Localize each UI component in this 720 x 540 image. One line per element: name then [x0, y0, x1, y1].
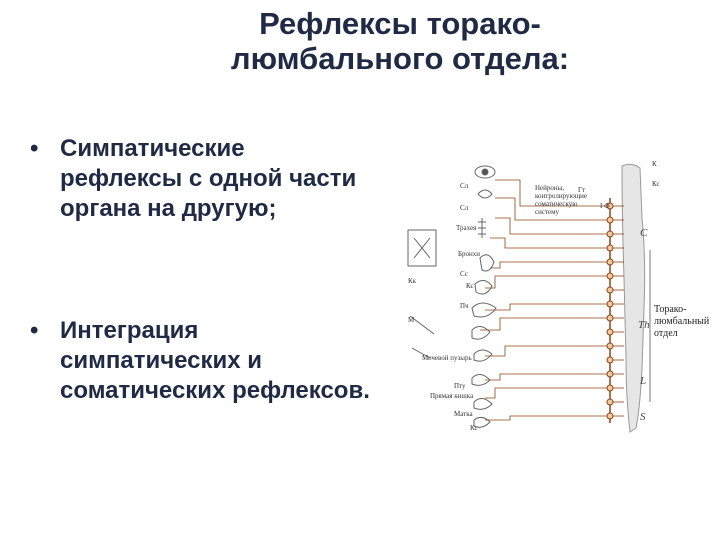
note-line: контролирующие [535, 192, 587, 200]
reflex-diagram: Сл Сл Трахея Бронхи Кк Сс Кс Пч М Мочево… [400, 158, 720, 448]
bullet-marker: • [30, 317, 39, 344]
title-line-2: люмбального отдела: [230, 41, 570, 76]
note-line: соматическую [535, 200, 578, 208]
gt-label: Гт [578, 186, 585, 194]
organ-label: М [408, 316, 415, 324]
spine-label-th: Th [638, 319, 650, 331]
spinal-cord-shape [621, 163, 646, 433]
organ-label: Сс [460, 270, 468, 278]
kc-label: Кс [652, 180, 660, 188]
note-line: систему [535, 208, 560, 216]
organ-label: Сл [460, 204, 469, 212]
region-label: люмбальный [654, 316, 710, 327]
organ-label: Пч [460, 302, 469, 310]
organ-label: Сл [460, 182, 469, 190]
spine-label-c: C [640, 227, 648, 239]
organ-label: Пту [454, 382, 466, 390]
spine-label-l: L [639, 375, 646, 387]
reflex-diagram-svg: Сл Сл Трахея Бронхи Кк Сс Кс Пч М Мочево… [407, 160, 710, 433]
spine-label-s: S [640, 411, 646, 423]
if-label: I Ф [600, 202, 610, 210]
bullet-text: Интеграция симпатических и соматических … [60, 317, 370, 404]
region-label: отдел [654, 328, 678, 339]
organ-label: Бронхи [458, 250, 480, 258]
page-title: Рефлексы торако- люмбального отдела: [150, 6, 650, 76]
organ-sketches [407, 165, 497, 428]
k-label: К [652, 160, 657, 168]
note-line: Нейроны, [535, 184, 564, 192]
organ-label: Кс [466, 282, 474, 290]
organ-label: Кс [470, 424, 478, 432]
organ-label: Трахея [456, 224, 477, 232]
organ-label: Кк [408, 277, 417, 285]
organ-label: Матка [454, 410, 474, 418]
organ-label: Мочевой пузырь [422, 354, 472, 362]
bullet-marker: • [30, 135, 39, 162]
organ-label: Прямая кишка [430, 392, 474, 400]
nerve-lines [480, 179, 624, 421]
region-label: Торако- [654, 304, 686, 315]
ganglia-group [606, 202, 614, 420]
title-line-1: Рефлексы торако- [259, 6, 541, 41]
bullet-text: Симпатические рефлексы с одной части орг… [60, 135, 357, 222]
